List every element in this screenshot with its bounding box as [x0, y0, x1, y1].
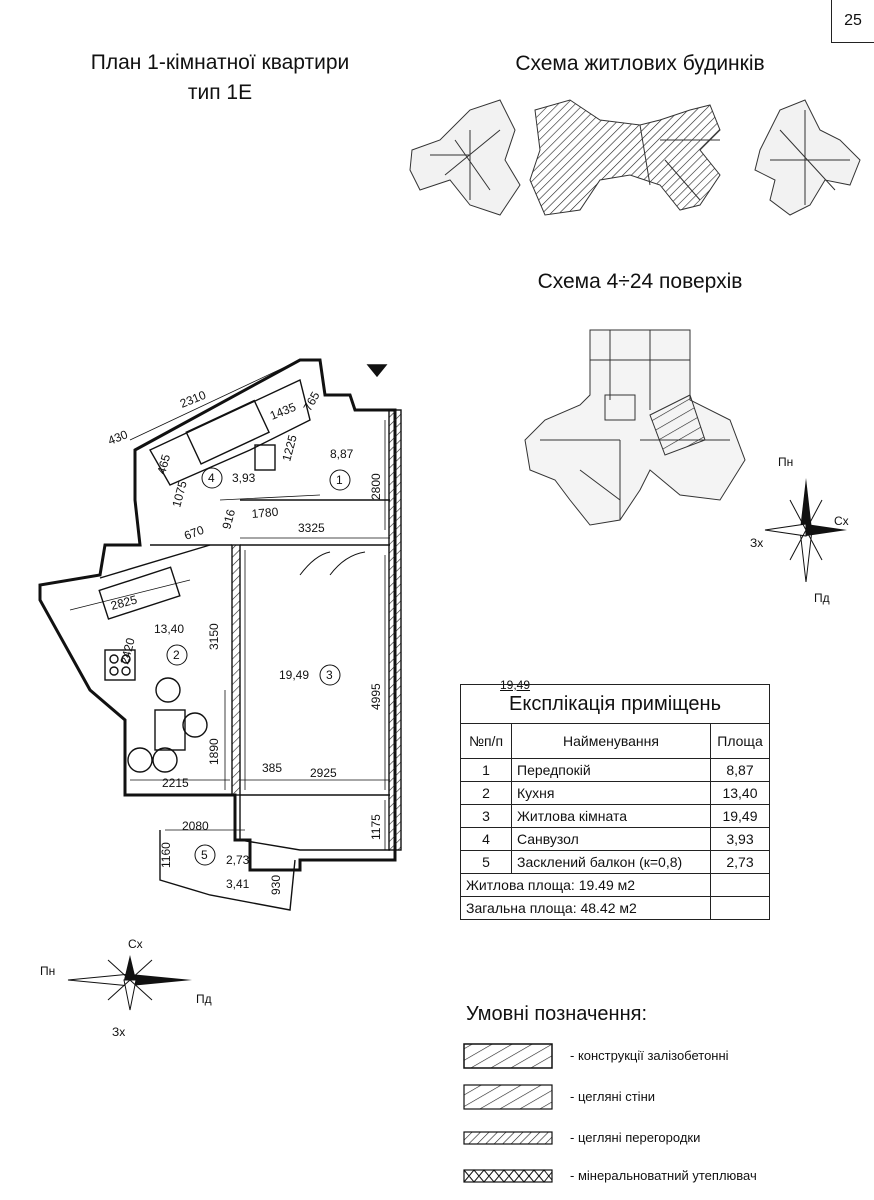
row-num: 3 [460, 804, 512, 828]
dim-2080: 2080 [182, 819, 209, 833]
compass-right-west: Зх [750, 536, 763, 550]
compass-right-north: Пн [778, 455, 793, 469]
table-row: 1 Передпокій 8,87 [460, 758, 770, 782]
header-name: Найменування [511, 723, 711, 759]
compass-right [764, 478, 847, 583]
living-area: Житлова площа: 19.49 м2 [460, 873, 711, 897]
floor-scheme [524, 329, 746, 526]
dim-1225: 1225 [279, 433, 300, 463]
dim-2825: 2825 [109, 592, 139, 613]
explication-block: 19,49 Експлікація приміщень №п/п Наймену… [460, 678, 770, 920]
table-header-row: №п/п Найменування Площа [460, 723, 770, 759]
explication-title: Експлікація приміщень [460, 684, 770, 724]
legend-title: Умовні позначення: [466, 1003, 647, 1025]
legend-item-concrete: - конструкції залізобетонні [570, 1048, 729, 1063]
table-row: 3 Житлова кімната 19,49 [460, 804, 770, 828]
room-4-area: 3,93 [232, 471, 256, 485]
compass-right-south: Пд [814, 591, 830, 605]
dim-2215: 2215 [162, 776, 189, 790]
dim-1890: 1890 [207, 738, 221, 765]
total-area-empty [710, 896, 770, 920]
dim-385: 385 [262, 761, 282, 775]
row-num: 1 [460, 758, 512, 782]
row-num: 5 [460, 850, 512, 874]
legend-item-insulation: - мінеральноватний утеплювач [570, 1168, 757, 1183]
room-3-number: 3 [326, 668, 333, 682]
living-area-row: Житлова площа: 19.49 м2 [460, 873, 770, 897]
room-1-number: 1 [336, 473, 343, 487]
room-5-area: 2,73 [226, 853, 250, 867]
dim-670: 670 [182, 523, 206, 543]
legend-item-brick-walls: - цегляні стіни [570, 1089, 656, 1104]
plan-dimensions: 2310 430 1435 765 1225 1075 465 670 916 … [106, 388, 383, 895]
room-1-area: 8,87 [330, 447, 354, 461]
header-area: Площа [710, 723, 770, 759]
dim-916: 916 [219, 507, 238, 530]
legend-item-brick-partitions: - цегляні перегородки [570, 1130, 701, 1145]
room-4-number: 4 [208, 471, 215, 485]
dim-3150: 3150 [207, 623, 221, 650]
dim-2925: 2925 [310, 766, 337, 780]
dim-430: 430 [106, 427, 130, 448]
row-num: 4 [460, 827, 512, 851]
header-num: №п/п [460, 723, 512, 759]
plan-title: План 1-кімнатної квартири тип 1Е [50, 48, 390, 108]
row-area: 2,73 [710, 850, 770, 874]
explication-note: 19,49 [500, 678, 531, 692]
row-name: Засклений балкон (к=0,8) [511, 850, 711, 874]
table-row: 5 Засклений балкон (к=0,8) 2,73 [460, 850, 770, 874]
total-area: Загальна площа: 48.42 м2 [460, 896, 711, 920]
dim-1075: 1075 [169, 479, 190, 509]
room-3-area: 19,49 [279, 668, 309, 682]
row-name: Кухня [511, 781, 711, 805]
row-area: 13,40 [710, 781, 770, 805]
building-middle [529, 99, 721, 216]
room-5-number: 5 [201, 848, 208, 862]
buildings-scheme [409, 99, 861, 216]
compass-left-east: Сх [128, 937, 143, 951]
plan-title-line1: План 1-кімнатної квартири [90, 51, 350, 74]
plan-title-line2: тип 1Е [187, 81, 253, 104]
floors-heading: Схема 4÷24 поверхів [537, 270, 743, 293]
dim-930: 930 [269, 875, 283, 895]
row-area: 8,87 [710, 758, 770, 782]
row-area: 3,93 [710, 827, 770, 851]
explication-table: Експлікація приміщень №п/п Найменування … [460, 684, 770, 920]
room-labels: 8,87 1 13,40 2 19,49 3 3,93 4 2,73 5 3,4… [154, 447, 354, 891]
buildings-heading: Схема житлових будинків [515, 52, 765, 75]
building-right [754, 99, 861, 216]
floor-plan [38, 358, 402, 911]
dim-2800: 2800 [369, 473, 383, 500]
total-area-row: Загальна площа: 48.42 м2 [460, 896, 770, 920]
dim-1160: 1160 [159, 842, 173, 868]
dim-2310: 2310 [178, 388, 208, 411]
dim-1780: 1780 [251, 505, 279, 521]
compass-right-east: Сх [834, 514, 849, 528]
row-name: Житлова кімната [511, 804, 711, 828]
dim-1435: 1435 [268, 400, 298, 423]
row-name: Санвузол [511, 827, 711, 851]
table-row: 4 Санвузол 3,93 [460, 827, 770, 851]
room-2-number: 2 [173, 648, 180, 662]
compass-left-south: Пд [196, 992, 212, 1006]
room-2-area: 13,40 [154, 622, 184, 636]
legend-swatches [463, 1043, 553, 1183]
dim-1175: 1175 [369, 814, 383, 840]
living-area-empty [710, 873, 770, 897]
row-num: 2 [460, 781, 512, 805]
dim-465: 465 [154, 452, 173, 475]
row-area: 19,49 [710, 804, 770, 828]
compass-left-north: Пн [40, 964, 55, 978]
dim-4995: 4995 [369, 683, 383, 710]
balcony-full-area: 3,41 [226, 877, 250, 891]
row-name: Передпокій [511, 758, 711, 782]
table-row: 2 Кухня 13,40 [460, 781, 770, 805]
page-number: 25 [831, 0, 874, 43]
compass-left [67, 955, 192, 1011]
dim-3325: 3325 [298, 521, 325, 535]
compass-left-west: Зх [112, 1025, 125, 1039]
dim-2420: 2420 [117, 636, 138, 666]
building-left [409, 99, 521, 216]
